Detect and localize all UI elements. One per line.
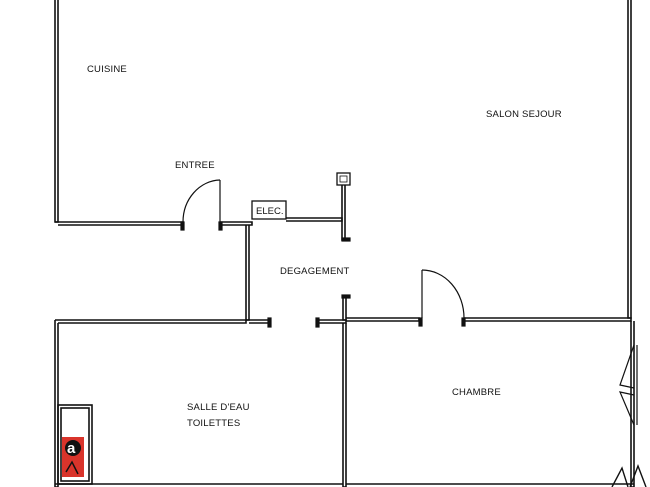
sde-door-jamb-left <box>267 317 272 328</box>
entree-door-jamb-right <box>218 221 223 231</box>
elec-panel-box <box>251 200 287 220</box>
wall-chambre-top-right <box>464 317 632 322</box>
room-label-entree: ENTREE <box>175 160 215 171</box>
watermark-stroke-1 <box>611 466 629 487</box>
walls <box>54 0 635 487</box>
wall-degagement-left <box>245 225 250 321</box>
room-label-salle-eau: SALLE D'EAU <box>187 402 250 413</box>
room-label-chambre: CHAMBRE <box>452 387 501 398</box>
elec-label: ELEC. <box>256 206 283 217</box>
room-labels: CUISINE SALON SEJOUR ENTREE DEGAGEMENT S… <box>87 64 562 429</box>
sde-door-jamb-right <box>315 317 320 328</box>
wall-entree-right <box>220 221 253 226</box>
chambre-window-top <box>619 344 635 389</box>
wall-kitchen-bottom <box>55 221 184 226</box>
wall-kitchen-left <box>54 0 59 223</box>
wall-elec-right <box>286 217 343 222</box>
degagement-jamb-top <box>341 294 351 299</box>
chambre-door-jamb-left <box>418 317 423 327</box>
corner-watermark-icon <box>611 464 647 487</box>
wall-chambre-top-left <box>346 317 420 322</box>
logo-circle <box>65 440 81 456</box>
logo-letter: a <box>67 440 76 457</box>
chambre-window-bottom <box>618 391 635 426</box>
chambre-door-jamb-right <box>461 317 466 327</box>
wall-sde-top <box>55 319 247 324</box>
wall-degagement-bottom-right <box>318 319 347 324</box>
doors <box>180 179 638 426</box>
room-label-salon: SALON SEJOUR <box>486 109 562 120</box>
elec-panel: ELEC. <box>251 200 287 220</box>
shower-enclosure-inner <box>60 407 90 482</box>
logo-arrow-icon <box>65 460 79 475</box>
shower-enclosure <box>57 404 93 485</box>
vertical-wall-cap <box>341 237 351 242</box>
chambre-door-swing <box>421 269 465 319</box>
wall-degagement-bottom-left <box>246 319 271 324</box>
watermark-stroke-2 <box>629 464 647 487</box>
wall-chambre-right <box>630 321 635 487</box>
wall-salon-right <box>627 0 632 319</box>
wall-vertical-stub <box>341 180 346 241</box>
agency-logo-icon: a <box>62 437 84 477</box>
outlet-inner <box>339 175 348 183</box>
entree-door-swing <box>182 179 221 223</box>
room-label-cuisine: CUISINE <box>87 64 127 75</box>
outlet <box>336 172 351 186</box>
wall-sde-chambre <box>342 323 347 487</box>
room-label-toilettes: TOILETTES <box>187 418 240 429</box>
wall-degagement-right <box>342 298 347 321</box>
entree-door-jamb-left <box>180 221 185 231</box>
room-label-degagement: DEGAGEMENT <box>280 266 350 277</box>
